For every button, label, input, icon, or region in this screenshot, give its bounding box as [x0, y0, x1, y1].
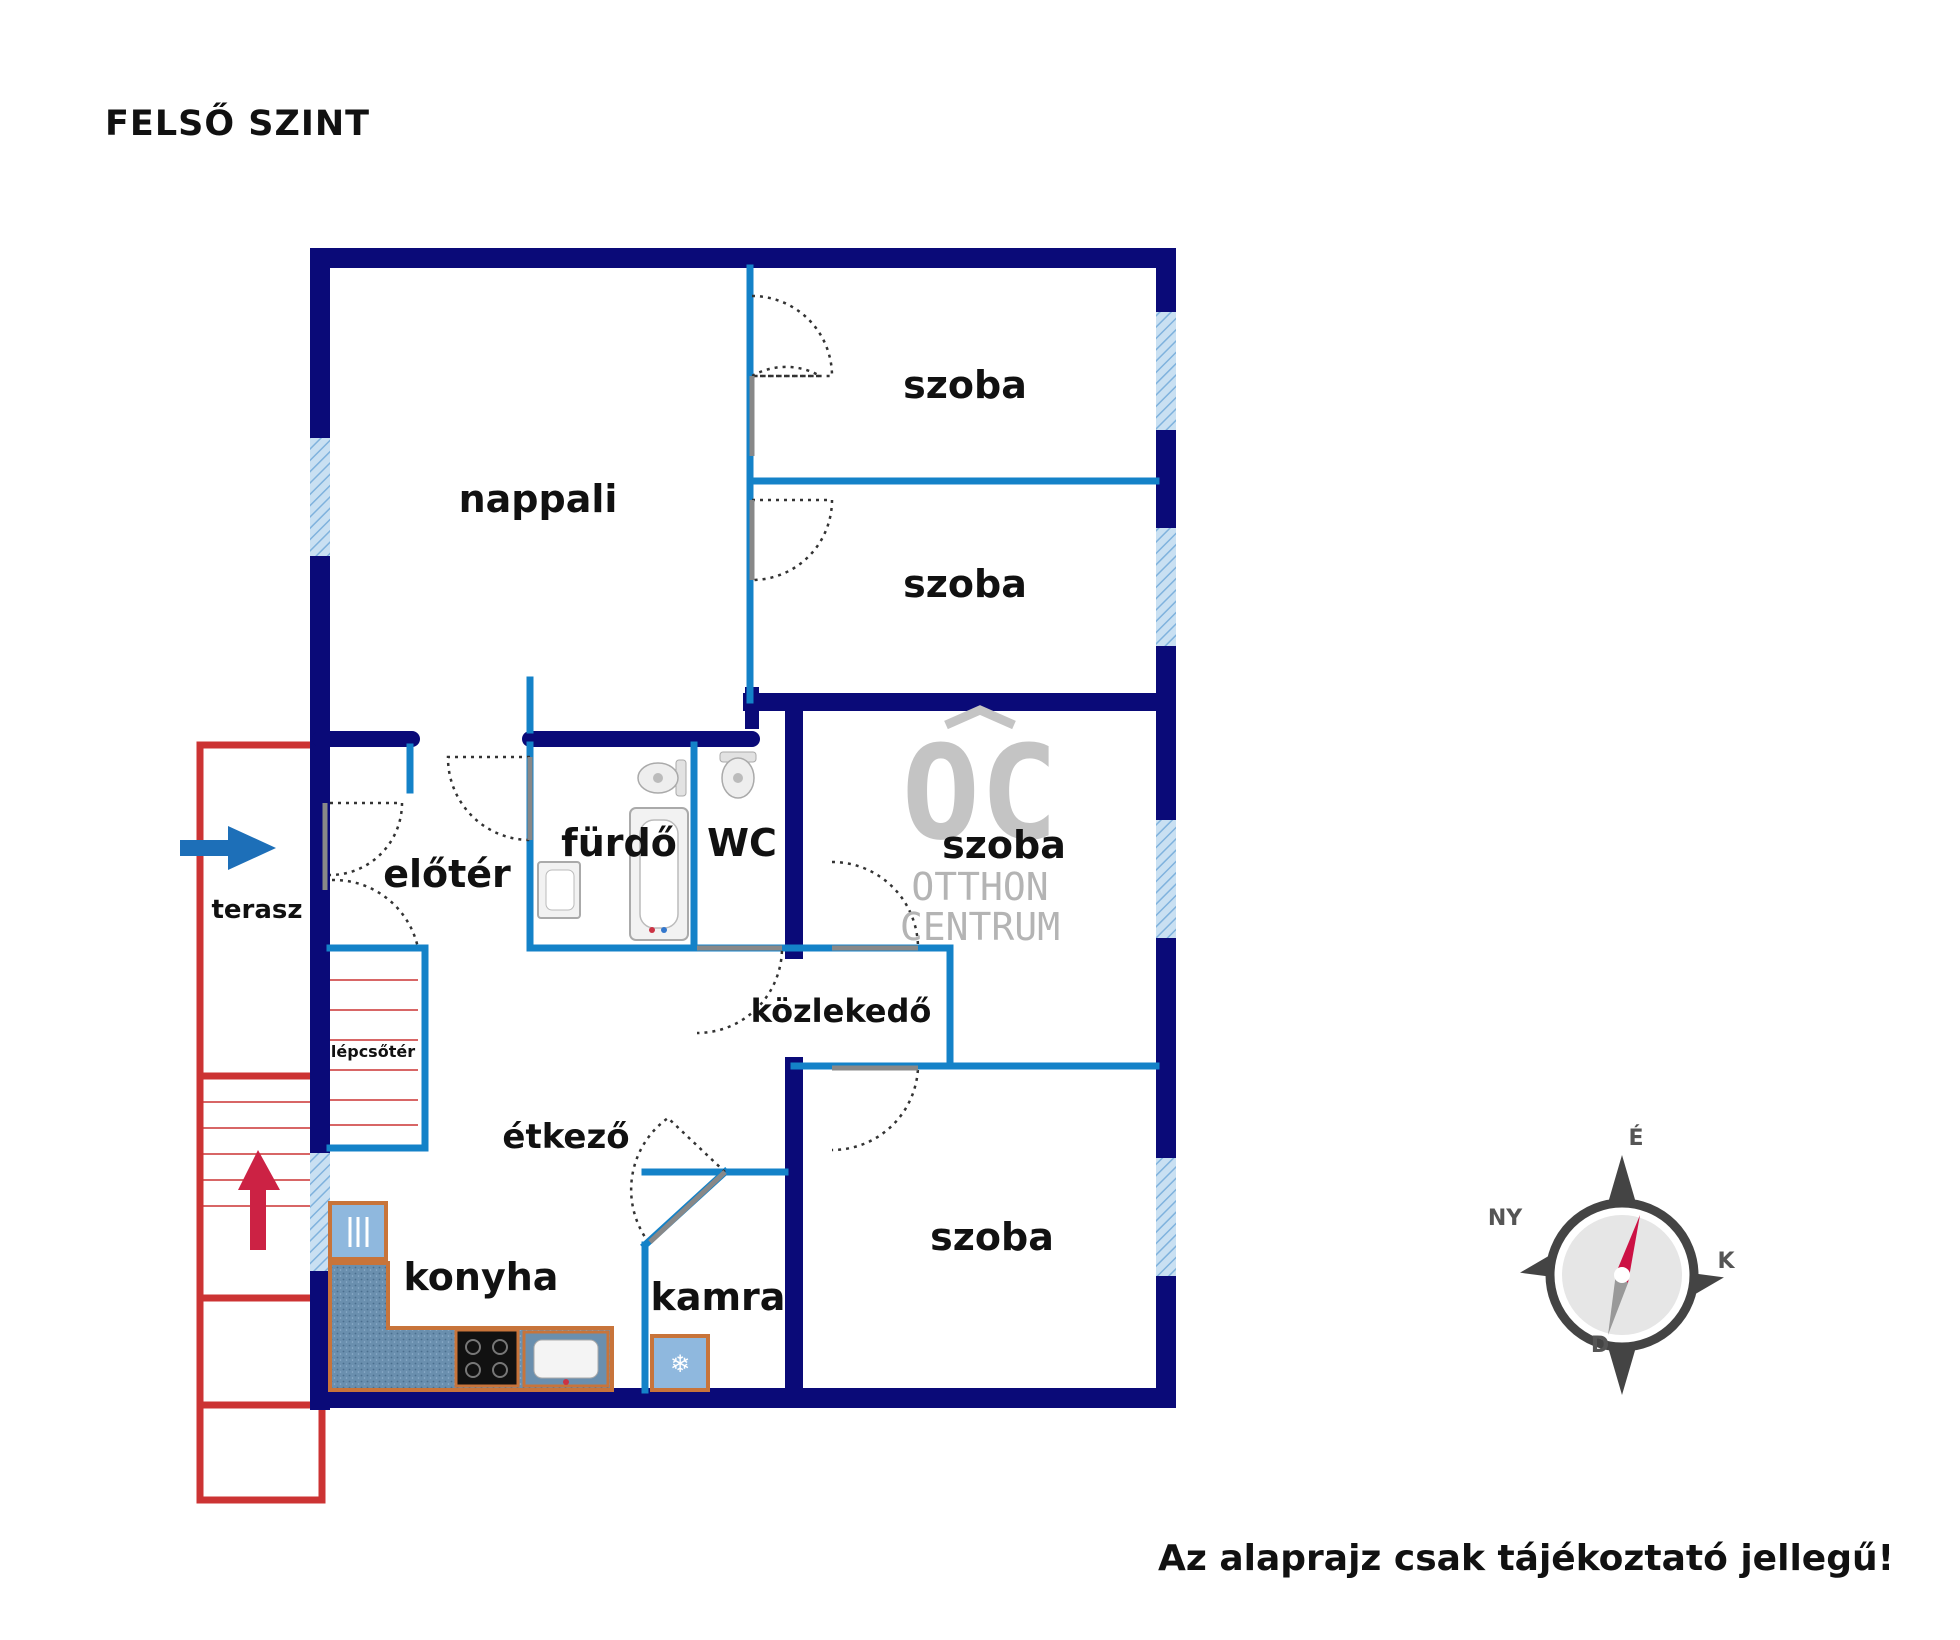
- room-label-szoba-4: szoba: [930, 1215, 1054, 1259]
- toilet-icon: [719, 751, 757, 799]
- snowflake-icon: ❄: [650, 1334, 710, 1392]
- room-labels: nappali szoba szoba szoba szoba fürdő WC…: [211, 363, 1065, 1319]
- sink-icon: [537, 861, 581, 919]
- stair-treads: [330, 979, 418, 1126]
- room-label-terasz: terasz: [211, 895, 302, 925]
- sink-icon: [522, 1330, 610, 1388]
- terrace: [196, 741, 326, 1504]
- svg-text:OTTHON: OTTHON: [911, 865, 1048, 909]
- room-label-szoba-2: szoba: [903, 562, 1027, 606]
- stairs-arrow-icon: [238, 1150, 280, 1250]
- room-label-wc: WC: [707, 821, 777, 865]
- room-label-szoba-3: szoba: [942, 823, 1066, 867]
- room-label-konyha: konyha: [404, 1255, 559, 1299]
- toilet-icon: [637, 759, 687, 797]
- room-label-kozlekedo: közlekedő: [751, 992, 932, 1030]
- compass-labels: É K D NY: [1488, 1125, 1736, 1358]
- compass-west: NY: [1488, 1206, 1523, 1231]
- doors: [329, 294, 920, 1238]
- room-label-furdo: fürdő: [561, 821, 677, 865]
- room-label-etkezo: étkező: [502, 1117, 629, 1157]
- svg-text:❄: ❄: [670, 1350, 690, 1378]
- cutlery-icon: [328, 1201, 388, 1261]
- compass-icon: [1520, 1155, 1724, 1395]
- entry-arrow-icon: [180, 826, 276, 870]
- floor-title: FELSŐ SZINT: [105, 104, 371, 144]
- windows: [310, 312, 1176, 1276]
- compass-east: K: [1717, 1249, 1735, 1274]
- compass-north: É: [1628, 1125, 1643, 1151]
- compass-south: D: [1591, 1333, 1609, 1358]
- bathtub-icon: [629, 807, 689, 941]
- stove-icon: [454, 1328, 520, 1388]
- svg-text:CENTRUM: CENTRUM: [900, 905, 1060, 949]
- room-label-lepcsoter: lépcsőtér: [331, 1042, 415, 1061]
- svg-text:OC: OC: [902, 717, 1059, 869]
- room-label-kamra: kamra: [651, 1275, 786, 1319]
- disclaimer-text: Az alaprajz csak tájékoztató jellegű!: [1158, 1538, 1895, 1579]
- door-leaves: [322, 376, 918, 1244]
- watermark-logo: OC OTTHON CENTRUM: [900, 705, 1060, 949]
- room-label-nappali: nappali: [459, 477, 618, 521]
- room-label-eloter: előtér: [383, 852, 511, 896]
- room-label-szoba-1: szoba: [903, 363, 1027, 407]
